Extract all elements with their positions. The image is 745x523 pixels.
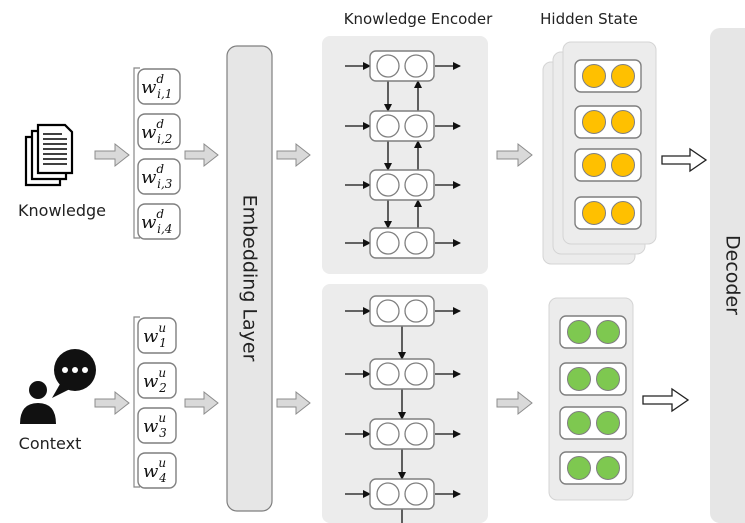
lstm-cell	[369, 110, 435, 142]
context-token-box	[137, 317, 177, 354]
block-arrow-icon	[496, 390, 533, 416]
lstm-cell	[369, 50, 435, 82]
context-token-box	[137, 452, 177, 489]
hidden-state-cell	[559, 315, 627, 349]
document-icon	[24, 123, 74, 187]
block-arrow-icon	[184, 142, 219, 168]
knowledge-encoder-panel	[322, 36, 488, 274]
hidden-state-cell	[559, 451, 627, 485]
knowledge-label: Knowledge	[18, 201, 106, 220]
knowledge-encoder-title: Knowledge Encoder	[344, 10, 493, 28]
decoder-label: Decoder	[722, 235, 744, 315]
person-chat-icon	[20, 349, 96, 424]
knowledge-token-box	[137, 113, 181, 150]
lstm-cell	[369, 418, 435, 450]
hidden-state-cell	[574, 59, 642, 93]
block-arrow-icon	[94, 390, 130, 416]
knowledge-token-box	[137, 203, 181, 240]
hidden-state-cell	[574, 105, 642, 139]
lstm-cell	[369, 358, 435, 390]
hidden-state-cell	[574, 148, 642, 182]
context-label: Context	[19, 434, 82, 453]
knowledge-hidden-state-stack	[542, 41, 657, 265]
hidden-state-cell	[559, 406, 627, 440]
block-arrow-icon	[184, 390, 219, 416]
lstm-cell	[369, 169, 435, 201]
lstm-cell	[369, 478, 435, 510]
lstm-cell	[369, 295, 435, 327]
hidden-state-cell	[559, 362, 627, 396]
outline-arrow-icon	[661, 147, 708, 173]
knowledge-token-box	[137, 68, 181, 105]
block-arrow-icon	[276, 142, 311, 168]
hidden-state-cell	[574, 196, 642, 230]
decoder-block	[710, 28, 745, 523]
lstm-cell	[369, 227, 435, 259]
context-hidden-state-panel	[548, 297, 634, 501]
embedding-layer-block	[226, 45, 273, 512]
outline-arrow-icon	[642, 387, 690, 413]
context-token-box	[137, 362, 177, 399]
context-token-box	[137, 407, 177, 444]
knowledge-token-box	[137, 158, 181, 195]
hidden-state-title: Hidden State	[540, 10, 638, 28]
embedding-layer-label: Embedding Layer	[239, 195, 261, 362]
context-encoder-panel	[322, 284, 488, 523]
block-arrow-icon	[276, 390, 311, 416]
block-arrow-icon	[94, 142, 130, 168]
block-arrow-icon	[496, 142, 533, 168]
